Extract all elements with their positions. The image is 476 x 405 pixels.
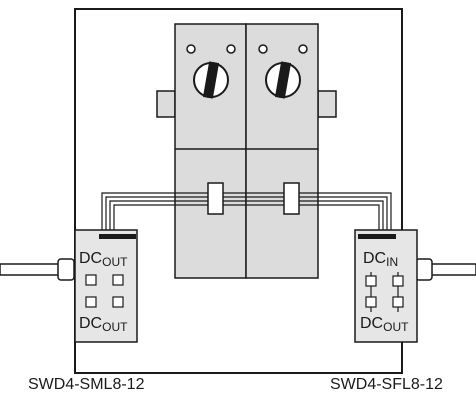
right-module-top-label: DC (363, 250, 386, 267)
screw-hole-icon (258, 44, 268, 54)
right-module-connector (358, 234, 396, 239)
terminal-icon (112, 296, 124, 308)
device-left-tab (156, 90, 176, 118)
svg-text:DCOUT: DCOUT (360, 315, 409, 334)
terminal-icon (392, 275, 404, 287)
left-module-body (74, 229, 138, 343)
svg-text:DCOUT: DCOUT (79, 315, 128, 334)
screw-hole-icon (298, 44, 308, 54)
cable-clip (207, 182, 224, 215)
central-device (156, 23, 337, 279)
terminal-icon (112, 274, 124, 286)
terminal-icon (392, 296, 404, 308)
right-module-top-label-sub: IN (386, 255, 398, 269)
right-module-body (354, 229, 418, 343)
svg-text:DCIN: DCIN (363, 250, 398, 269)
terminal-icon (85, 296, 97, 308)
terminal-icon (85, 274, 97, 286)
terminal-icon (365, 296, 377, 308)
left-external-cable (0, 258, 75, 281)
screw-hole-icon (186, 44, 196, 54)
device-right-tab (317, 90, 337, 118)
terminal-icon (365, 275, 377, 287)
right-module: DCIN DCOUT (354, 229, 418, 343)
left-module-bottom-label-sub: OUT (102, 320, 128, 334)
screw-hole-icon (226, 44, 236, 54)
right-module-bottom-label-sub: OUT (383, 320, 409, 334)
cable-clip (283, 182, 300, 215)
right-external-cable (415, 258, 476, 281)
left-module-bottom-label: DC (79, 315, 102, 332)
left-module: DCOUT DCOUT (74, 229, 138, 343)
rotary-switch-slot (274, 61, 292, 99)
right-module-model-label: SWD4-SFL8-12 (330, 376, 443, 393)
left-module-top-label-sub: OUT (102, 255, 128, 269)
rotary-switch-slot (202, 61, 220, 99)
svg-text:DCOUT: DCOUT (79, 250, 128, 269)
left-module-top-label: DC (79, 250, 102, 267)
left-module-model-label: SWD4-SML8-12 (28, 376, 145, 393)
right-module-bottom-label: DC (360, 315, 383, 332)
left-module-connector (99, 234, 136, 239)
ribbon-cable (101, 192, 392, 230)
